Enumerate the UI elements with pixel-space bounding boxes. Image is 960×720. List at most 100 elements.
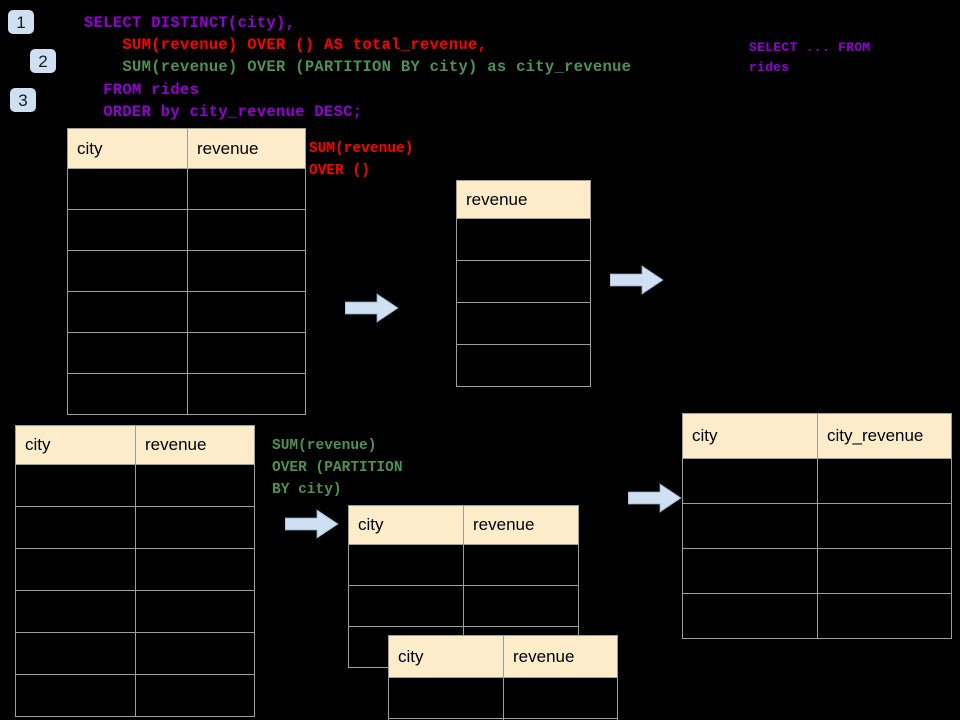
sql-line-city-revenue: SUM(revenue) OVER (PARTITION BY city) as…	[84, 58, 632, 76]
cell-revenue	[187, 250, 306, 292]
cell-city	[15, 548, 136, 591]
table-row	[682, 548, 952, 594]
cell-revenue	[135, 632, 255, 675]
column-header-revenue: revenue	[503, 635, 618, 678]
cell-revenue	[456, 302, 591, 345]
cell-city	[682, 458, 818, 504]
table-row	[682, 593, 952, 639]
sql-line-select-distinct: SELECT DISTINCT(city),	[84, 14, 296, 32]
cell-revenue	[187, 291, 306, 333]
column-header-city: city	[15, 425, 136, 465]
table-row	[67, 291, 306, 333]
cell-revenue	[463, 544, 579, 586]
cell-city	[682, 593, 818, 639]
cell-city-revenue	[817, 503, 952, 549]
cell-revenue	[135, 506, 255, 549]
step-badge-3[interactable]: 3	[10, 88, 36, 112]
table-row	[67, 168, 306, 210]
table-row	[682, 503, 952, 549]
sql-line-total-revenue: SUM(revenue) OVER () AS total_revenue,	[84, 36, 488, 54]
cell-revenue	[187, 209, 306, 251]
column-header-revenue: revenue	[187, 128, 306, 169]
arrow-partition-to-result	[628, 483, 682, 513]
cell-revenue	[187, 373, 306, 415]
column-header-city: city	[348, 505, 464, 545]
table-row	[15, 548, 255, 591]
cell-city-revenue	[817, 458, 952, 504]
cell-city	[15, 632, 136, 675]
table-row	[15, 464, 255, 507]
rides-source-table-top: city revenue	[67, 128, 306, 415]
table-header-row: city city_revenue	[682, 413, 952, 459]
table-row	[682, 458, 952, 504]
cell-city	[15, 674, 136, 717]
table-header-row: city revenue	[348, 505, 579, 545]
cell-revenue	[187, 332, 306, 374]
cell-city	[67, 168, 188, 210]
cell-city-revenue	[817, 593, 952, 639]
column-header-city: city	[67, 128, 188, 169]
cell-revenue	[463, 585, 579, 627]
callout-sum-over-empty: SUM(revenue) OVER ()	[309, 141, 414, 179]
step-badge-2[interactable]: 2	[30, 49, 56, 73]
table-row	[15, 590, 255, 633]
step-badge-1[interactable]: 1	[8, 10, 34, 34]
cell-revenue	[503, 677, 618, 719]
column-header-revenue: revenue	[463, 505, 579, 545]
cell-city	[67, 373, 188, 415]
arrow-source-to-total	[345, 293, 399, 323]
cell-city	[67, 209, 188, 251]
table-row	[456, 344, 591, 387]
table-row	[15, 674, 255, 717]
rides-source-table-bottom: city revenue	[15, 425, 255, 717]
column-header-revenue: revenue	[456, 180, 591, 219]
cell-city	[15, 590, 136, 633]
cell-city	[67, 291, 188, 333]
cell-city	[348, 544, 464, 586]
cell-city	[15, 506, 136, 549]
cell-city	[15, 464, 136, 507]
column-header-city-revenue: city_revenue	[817, 413, 952, 459]
city-revenue-result-table: city city_revenue	[682, 413, 952, 639]
table-header-row: city revenue	[388, 635, 618, 678]
table-row	[67, 332, 306, 374]
sql-line-order-by: ORDER by city_revenue DESC;	[84, 103, 363, 121]
step-badge-3-label: 3	[18, 90, 28, 110]
table-row	[67, 209, 306, 251]
table-row	[67, 250, 306, 292]
step-badge-1-label: 1	[16, 12, 26, 32]
table-row	[456, 302, 591, 345]
table-row	[348, 585, 579, 627]
table-row	[67, 373, 306, 415]
cell-revenue	[135, 548, 255, 591]
cell-revenue	[456, 260, 591, 303]
cell-city-revenue	[817, 548, 952, 594]
step-badge-2-label: 2	[38, 51, 48, 71]
table-row	[15, 632, 255, 675]
partition-group-table-front: city revenue	[388, 635, 618, 720]
cell-revenue	[135, 674, 255, 717]
column-header-city: city	[682, 413, 818, 459]
table-row	[15, 506, 255, 549]
cell-revenue	[135, 590, 255, 633]
table-header-row: city revenue	[67, 128, 306, 169]
sql-line-from: FROM rides	[84, 81, 200, 99]
cell-city	[388, 677, 504, 719]
total-revenue-table: revenue	[456, 180, 591, 387]
column-header-revenue: revenue	[135, 425, 255, 465]
table-row	[348, 544, 579, 586]
arrow-source-to-partition	[285, 509, 339, 539]
table-row	[388, 718, 618, 720]
cell-revenue	[135, 464, 255, 507]
cell-city	[682, 548, 818, 594]
cell-revenue	[456, 344, 591, 387]
cell-city	[682, 503, 818, 549]
cell-revenue	[503, 718, 618, 720]
table-row	[456, 260, 591, 303]
table-header-row: revenue	[456, 180, 591, 219]
callout-sum-over-partition: SUM(revenue) OVER (PARTITION BY city)	[272, 438, 403, 498]
table-row	[456, 218, 591, 261]
sql-side-note: SELECT ... FROM rides	[749, 40, 871, 75]
cell-city	[348, 585, 464, 627]
